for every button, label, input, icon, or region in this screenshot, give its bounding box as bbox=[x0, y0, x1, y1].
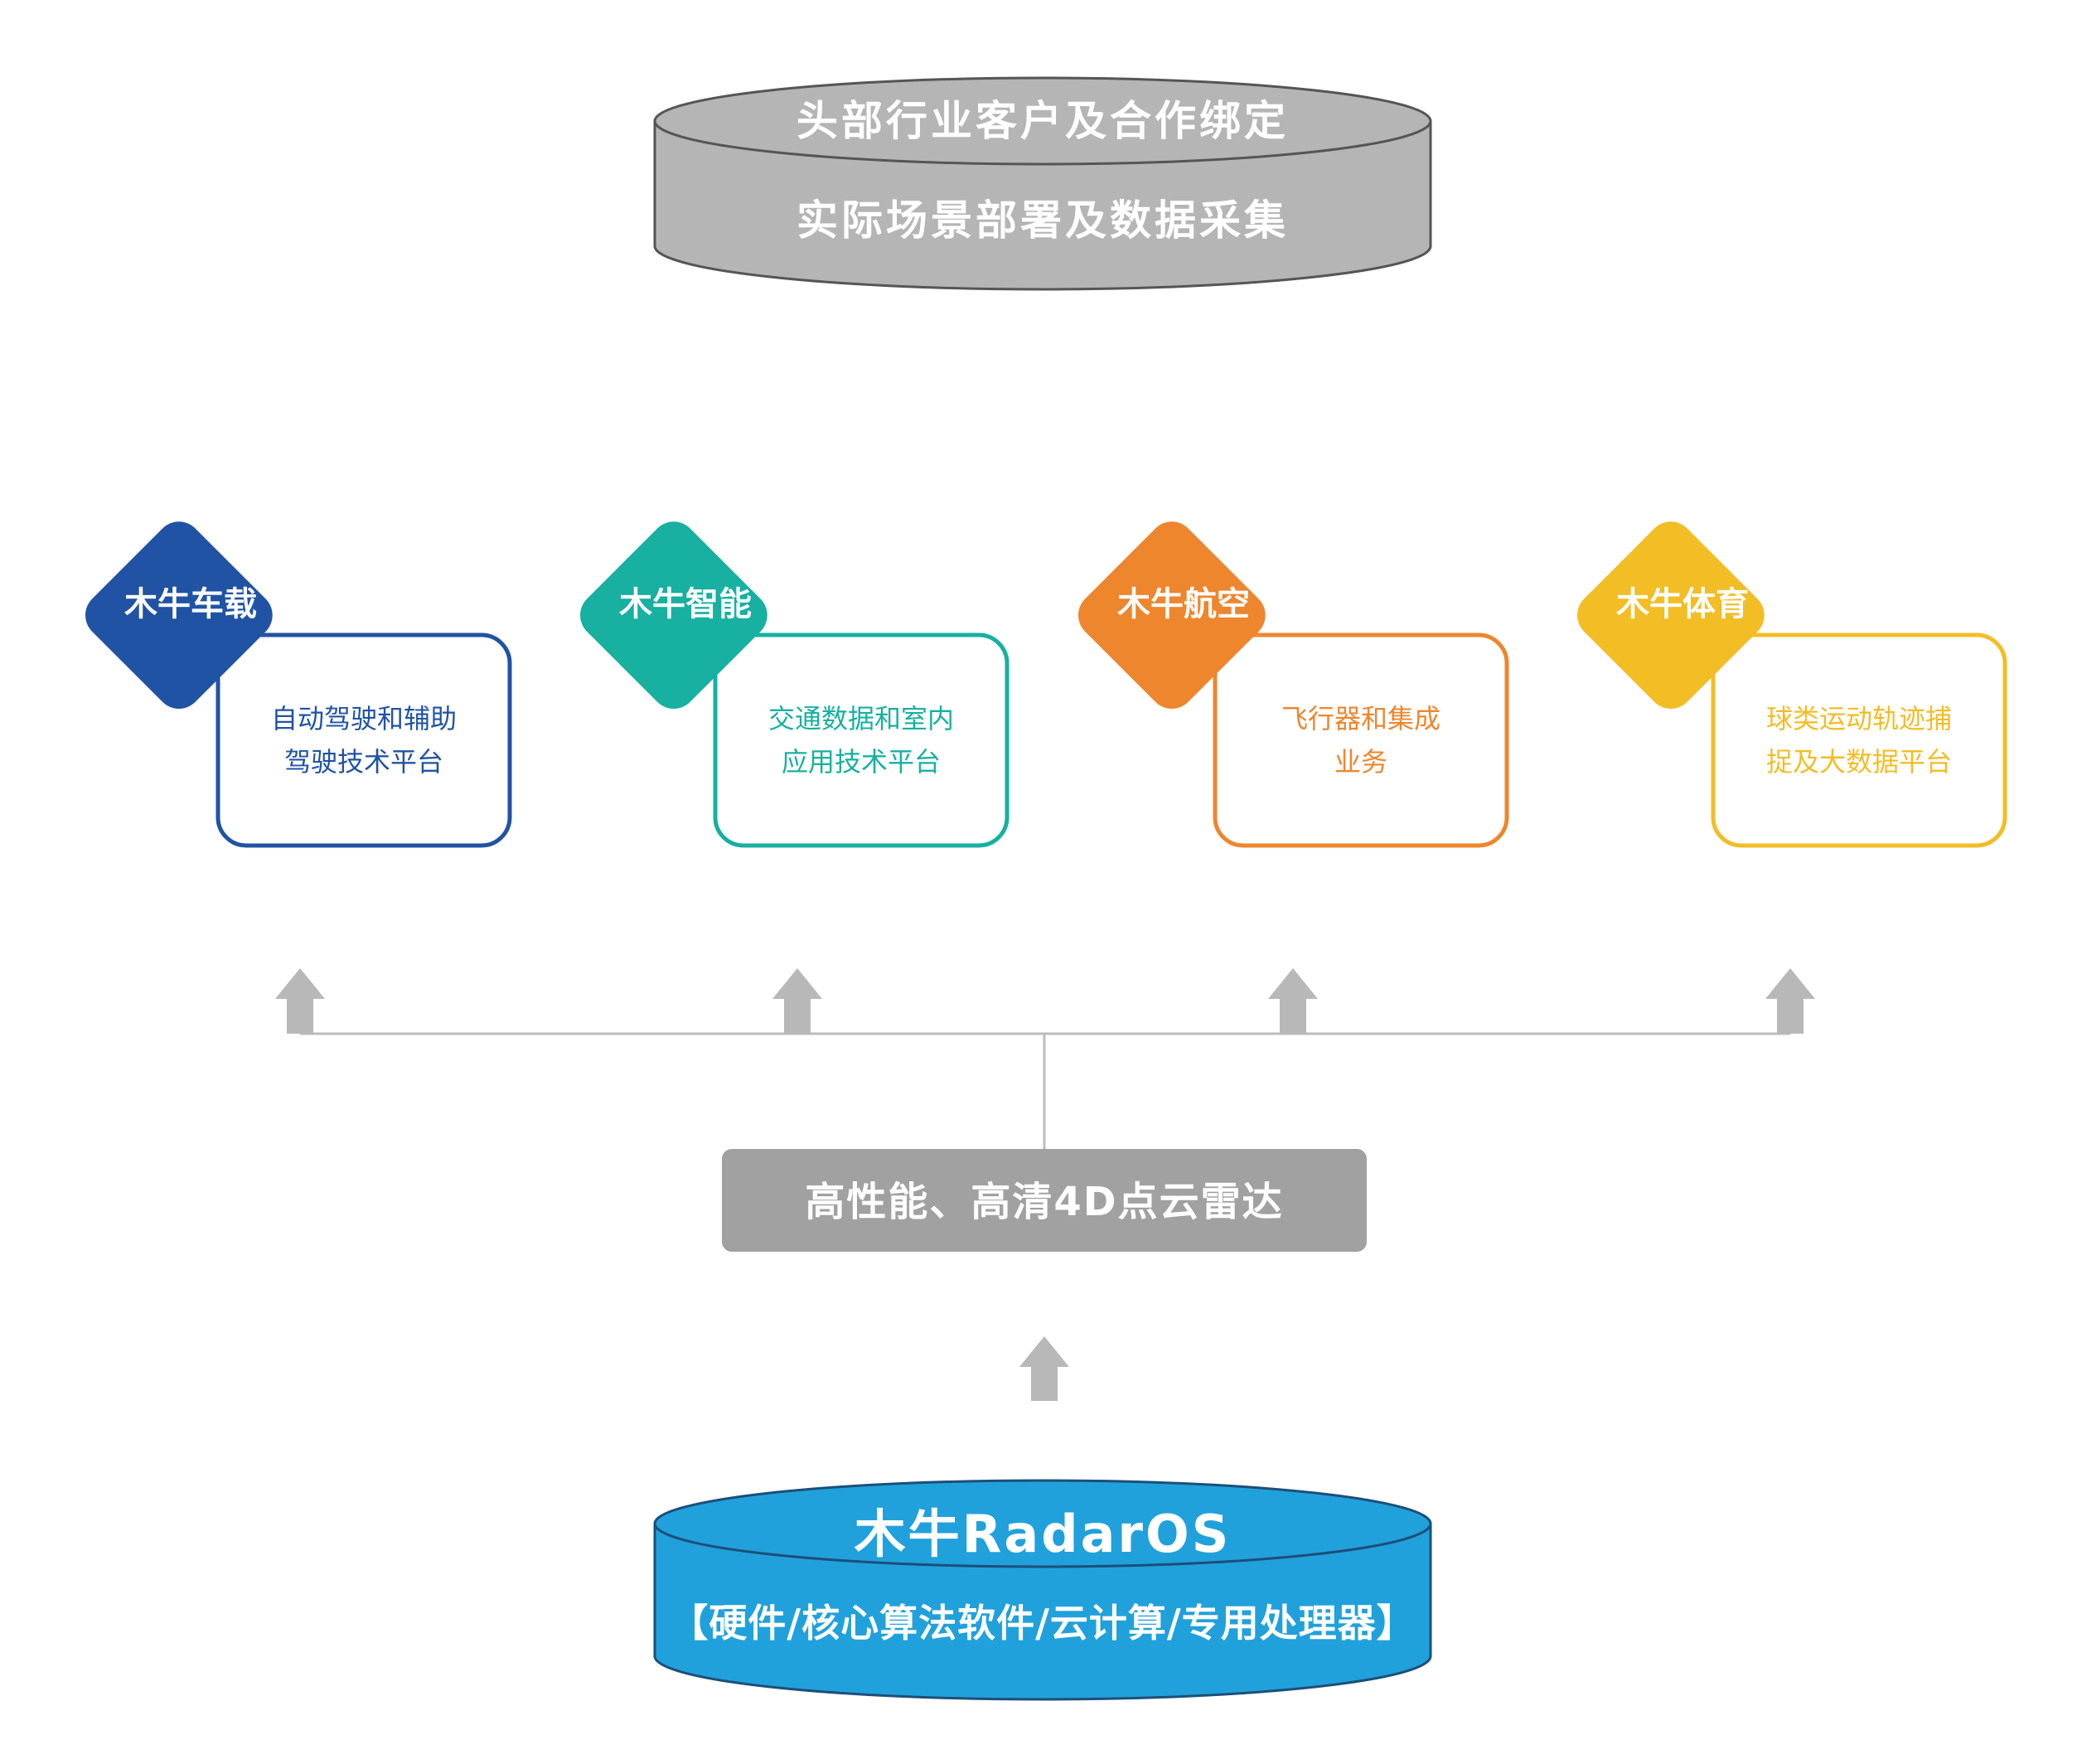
bottom-cylinder-body bbox=[653, 1522, 1432, 1701]
unit-desc-line2: 业务 bbox=[1334, 746, 1387, 778]
business-unit-sports: 木牛体育 球类运动轨迹捕 捉及大数据平台 bbox=[1577, 521, 2007, 848]
top-cylinder-cap bbox=[653, 76, 1432, 166]
unit-name: 木牛智能 bbox=[619, 585, 752, 623]
up-arrow-icon bbox=[275, 968, 325, 1034]
unit-diamond bbox=[85, 521, 273, 709]
unit-desc-box bbox=[1213, 632, 1509, 848]
unit-desc-line2: 应用技术平台 bbox=[782, 746, 941, 778]
up-arrow-icon bbox=[1019, 1336, 1069, 1401]
radar-box-label: 高性能、高清4D点云雷达 bbox=[805, 1179, 1283, 1225]
top-cylinder-line2: 实际场景部署及数据采集 bbox=[796, 196, 1289, 245]
unit-desc-line1: 自动驾驶和辅助 bbox=[271, 703, 457, 734]
business-unit-aviation: 木牛航空 飞行器和集成 业务 bbox=[1078, 521, 1509, 848]
unit-diamond bbox=[1577, 521, 1765, 709]
unit-desc-line1: 飞行器和集成 bbox=[1281, 703, 1440, 734]
connector bbox=[275, 968, 1815, 1401]
business-unit-auto: 木牛车载 自动驾驶和辅助 驾驶技术平台 bbox=[85, 521, 512, 848]
bottom-cylinder-subtitle: 【硬件/核心算法软件/云计算/专用处理器】 bbox=[670, 1601, 1415, 1645]
up-arrow-icon bbox=[1765, 968, 1815, 1034]
unit-diamond bbox=[1078, 521, 1266, 709]
unit-desc-box bbox=[713, 632, 1010, 848]
top-cylinder: 头部行业客户及合作绑定 实际场景部署及数据采集 bbox=[653, 76, 1432, 291]
unit-desc-box bbox=[1711, 632, 2007, 848]
business-unit-smart: 木牛智能 交通数据和室内 应用技术平台 bbox=[580, 521, 1010, 848]
bottom-cylinder-title: 木牛RadarOS bbox=[855, 1504, 1232, 1564]
bottom-cylinder: 木牛RadarOS 【硬件/核心算法软件/云计算/专用处理器】 bbox=[653, 1479, 1432, 1701]
up-arrow-icon bbox=[772, 968, 822, 1034]
top-cylinder-line1: 头部行业客户及合作绑定 bbox=[796, 97, 1289, 145]
radar-box: 高性能、高清4D点云雷达 bbox=[722, 1149, 1367, 1252]
unit-diamond bbox=[580, 521, 767, 709]
unit-desc-line2: 驾驶技术平台 bbox=[284, 746, 443, 778]
unit-name: 木牛车载 bbox=[124, 585, 257, 623]
unit-name: 木牛航空 bbox=[1117, 585, 1250, 623]
bottom-cylinder-cap bbox=[653, 1479, 1432, 1568]
unit-desc-line1: 球类运动轨迹捕 bbox=[1766, 703, 1952, 734]
top-cylinder-body bbox=[653, 119, 1432, 291]
unit-desc-box bbox=[215, 632, 512, 848]
unit-name: 木牛体育 bbox=[1616, 585, 1749, 623]
up-arrow-icon bbox=[1268, 968, 1318, 1034]
radar-box-rect bbox=[722, 1149, 1367, 1252]
unit-desc-line1: 交通数据和室内 bbox=[768, 703, 954, 734]
unit-desc-line2: 捉及大数据平台 bbox=[1766, 746, 1952, 778]
